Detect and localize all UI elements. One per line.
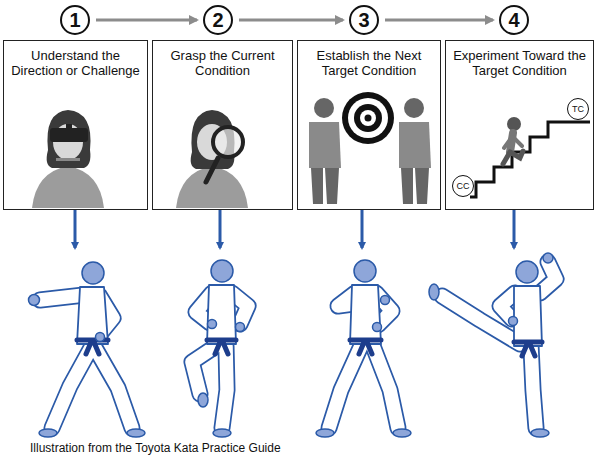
- step-number-text: 4: [508, 10, 519, 30]
- step-title: Grasp the Current Condition: [153, 41, 292, 78]
- caption: Illustration from the Toyota Kata Practi…: [30, 441, 281, 455]
- step-box: Establish the Next Target Condition: [297, 40, 441, 210]
- step-number-text: 1: [69, 10, 80, 30]
- condition-circle: CC: [452, 175, 474, 197]
- step-box: Grasp the Current Condition: [152, 40, 293, 210]
- down-arrows: [75, 210, 514, 248]
- magnifier-icon: [176, 110, 248, 208]
- karate-figure: [316, 260, 411, 437]
- step-title: Establish the Next Target Condition: [298, 41, 440, 78]
- condition-circle: TC: [567, 98, 589, 120]
- step-arrow: [96, 19, 197, 22]
- condition-label: TC: [572, 105, 584, 114]
- karate-figure: [429, 253, 556, 437]
- step-arrow: [239, 19, 343, 22]
- step-number-text: 2: [212, 10, 223, 30]
- condition-label: CC: [457, 182, 470, 191]
- stairs-icon: [470, 117, 590, 197]
- karate-figure: [29, 262, 146, 437]
- karate-figure: [192, 260, 248, 437]
- step-number: 2: [203, 5, 233, 35]
- target-icon: [309, 92, 431, 204]
- step-number: 1: [60, 5, 90, 35]
- step-arrow: [385, 19, 493, 22]
- step-number: 3: [349, 5, 379, 35]
- step-title: Experiment Toward the Target Condition: [446, 41, 593, 78]
- step-number-text: 3: [358, 10, 369, 30]
- step-title: Understand the Direction or Challenge: [4, 41, 147, 78]
- binoculars-icon: [32, 110, 104, 208]
- step-box: Experiment Toward the Target ConditionCC…: [445, 40, 594, 210]
- step-box: Understand the Direction or Challenge: [3, 40, 148, 210]
- step-number: 4: [499, 5, 529, 35]
